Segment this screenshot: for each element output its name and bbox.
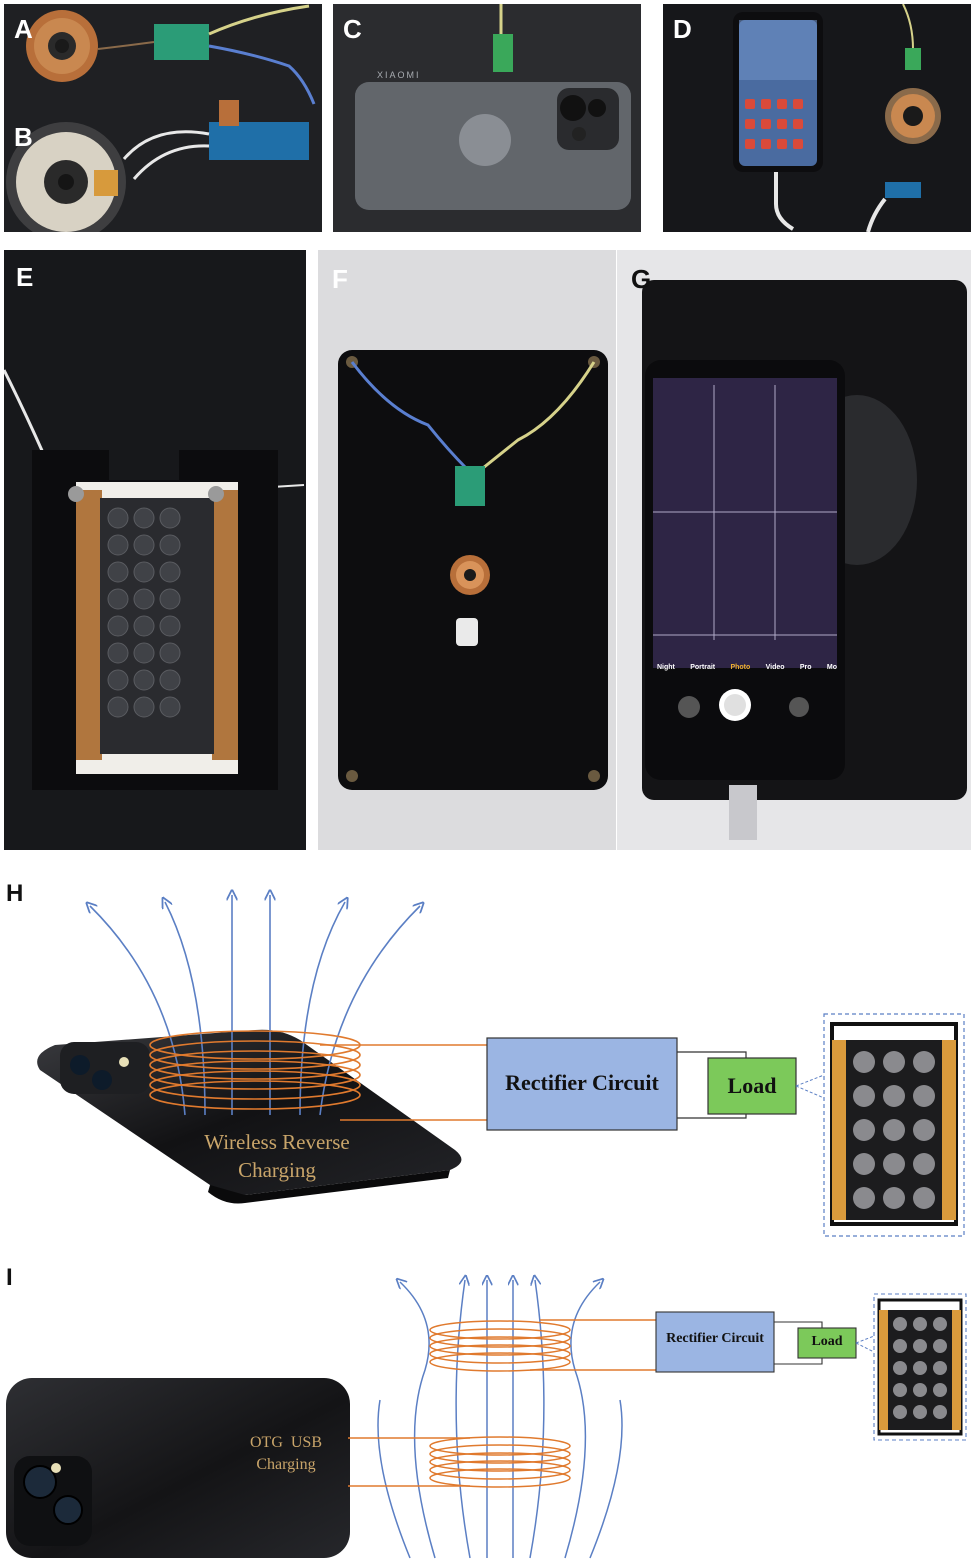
- panel-label-g: G: [631, 264, 652, 294]
- camera-mode-pro[interactable]: Pro: [799, 664, 812, 671]
- battery-callout-h: [823, 1013, 965, 1237]
- panel-e: E: [4, 250, 306, 850]
- panel-a-b: A B: [4, 4, 322, 232]
- battery-callout-i: [873, 1293, 967, 1441]
- panel-g: Night Portrait Photo Video Pro Mo G: [617, 250, 971, 850]
- load-label-h: Load: [727, 1073, 777, 1098]
- panel-label-c: C: [343, 14, 362, 44]
- panel-d: D: [663, 4, 971, 232]
- panel-label-h: H: [6, 880, 24, 907]
- coil-bottom-i: [348, 1436, 571, 1488]
- panel-label-d: D: [673, 14, 692, 44]
- rectifier-box-h: [486, 1037, 678, 1131]
- panel-i: I Rectifier Circuit Load OTG USB Chargin…: [0, 1260, 975, 1560]
- battery-cells-i: [893, 1317, 947, 1419]
- rectifier-label-h: Rectifier Circuit: [505, 1070, 659, 1095]
- coil-h: [149, 1030, 487, 1121]
- panel-label-a: A: [14, 14, 33, 44]
- photo-enclosure-with-coil: [318, 250, 616, 850]
- diagram-otg-usb-charging: [6, 1260, 967, 1559]
- field-lines-i: [377, 1280, 623, 1559]
- rectifier-label-i: Rectifier Circuit: [666, 1331, 764, 1346]
- panel-h: H Rectifier Circuit Load Wireless Revers…: [0, 870, 975, 1250]
- photo-coils-and-board: [4, 4, 322, 232]
- phone-text-i-line2: Charging: [256, 1456, 316, 1473]
- panel-label-f: F: [332, 264, 348, 294]
- panel-label-i: I: [6, 1264, 13, 1291]
- transmitter-board-b: [209, 122, 309, 160]
- phone-text-h-line2: Charging: [238, 1158, 316, 1182]
- camera-module-h: [60, 1042, 150, 1094]
- panel-c: XIAOMI C: [333, 4, 641, 232]
- rectifier-box-i: [655, 1311, 775, 1373]
- coil-top-i: [429, 1319, 656, 1372]
- camera-mode-portrait[interactable]: Portrait: [690, 664, 716, 671]
- load-box-h: [707, 1057, 797, 1115]
- battery-cells-h: [853, 1051, 935, 1209]
- camera-mode-more[interactable]: Mo: [826, 664, 837, 671]
- phone-text-h-line1: Wireless Reverse: [204, 1130, 350, 1154]
- phone-text-i-line1: OTG USB: [249, 1434, 322, 1451]
- photo-phone-on-enclosure: [617, 250, 971, 850]
- phone-c-brand: XIAOMI: [377, 70, 421, 80]
- diagram-wireless-reverse-charging: [37, 870, 965, 1237]
- photo-phone-back-with-receiver: [333, 4, 641, 232]
- receiver-board-f: [455, 466, 485, 506]
- receiver-board-c: [493, 34, 513, 72]
- panel-label-b: B: [14, 122, 33, 152]
- receiver-board-a: [154, 24, 209, 60]
- panel-label-e: E: [16, 262, 34, 292]
- camera-mode-photo[interactable]: Photo: [730, 664, 751, 671]
- camera-mode-video[interactable]: Video: [765, 664, 785, 671]
- photo-phone-front-with-coil: [663, 4, 971, 232]
- camera-mode-night[interactable]: Night: [657, 664, 675, 671]
- camera-mode-bar: Night Portrait Photo Video Pro Mo: [657, 664, 837, 671]
- photo-battery-holder: [4, 250, 306, 850]
- panel-f: F: [318, 250, 616, 850]
- load-label-i: Load: [811, 1334, 843, 1349]
